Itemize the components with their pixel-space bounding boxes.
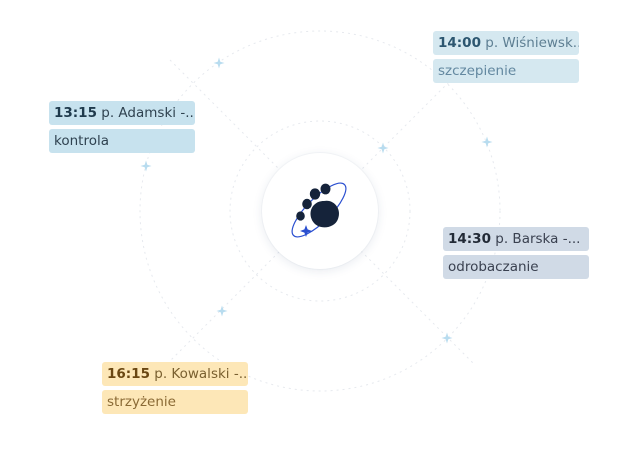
- appointment-client: p. Wiśniewsk...: [485, 35, 579, 51]
- appointment-card-adamski[interactable]: 13:15 p. Adamski -... kontrola: [49, 101, 195, 153]
- appointment-card-kowalski[interactable]: 16:15 p. Kowalski -... strzyżenie: [102, 362, 248, 414]
- orbit-ring-outer: [139, 30, 501, 392]
- appointment-header: 14:00 p. Wiśniewsk...: [433, 31, 579, 55]
- orbit-ring-inner: [229, 120, 411, 302]
- appointment-client: p. Kowalski -...: [154, 366, 248, 382]
- logo-hub: [262, 153, 378, 269]
- appointment-service: kontrola: [49, 129, 195, 153]
- paw-toe-4: [296, 211, 305, 221]
- appointment-client: p. Adamski -...: [101, 105, 195, 121]
- appointment-client: p. Barska -...: [495, 231, 581, 247]
- appointment-header: 16:15 p. Kowalski -...: [102, 362, 248, 386]
- sparkle-icon: [216, 305, 228, 317]
- paw-main-pad: [310, 200, 340, 228]
- appointment-card-wisniewski[interactable]: 14:00 p. Wiśniewsk... szczepienie: [433, 31, 579, 83]
- paw-toe-3: [302, 198, 312, 210]
- sparkle-icon: [140, 160, 152, 172]
- logo-sparkle-icon: [300, 225, 312, 237]
- sparkle-group: [140, 57, 493, 344]
- appointment-time: 14:30: [448, 231, 491, 247]
- sparkle-icon: [441, 332, 453, 344]
- appointment-time: 13:15: [54, 105, 97, 121]
- appointment-card-barska[interactable]: 14:30 p. Barska -... odrobaczanie: [443, 227, 589, 279]
- appointment-service: odrobaczanie: [443, 255, 589, 279]
- appointment-service: strzyżenie: [102, 390, 248, 414]
- appointment-header: 14:30 p. Barska -...: [443, 227, 589, 251]
- sparkle-icon: [377, 142, 389, 154]
- appointment-time: 16:15: [107, 366, 150, 382]
- paw-orbit-logo-icon: [291, 182, 347, 238]
- appointment-time: 14:00: [438, 35, 481, 51]
- appointment-service: szczepienie: [433, 59, 579, 83]
- paw-toe-2: [320, 183, 331, 195]
- appointment-header: 13:15 p. Adamski -...: [49, 101, 195, 125]
- paw-toe-1: [309, 188, 321, 200]
- sparkle-icon: [481, 136, 493, 148]
- sparkle-icon: [213, 57, 225, 69]
